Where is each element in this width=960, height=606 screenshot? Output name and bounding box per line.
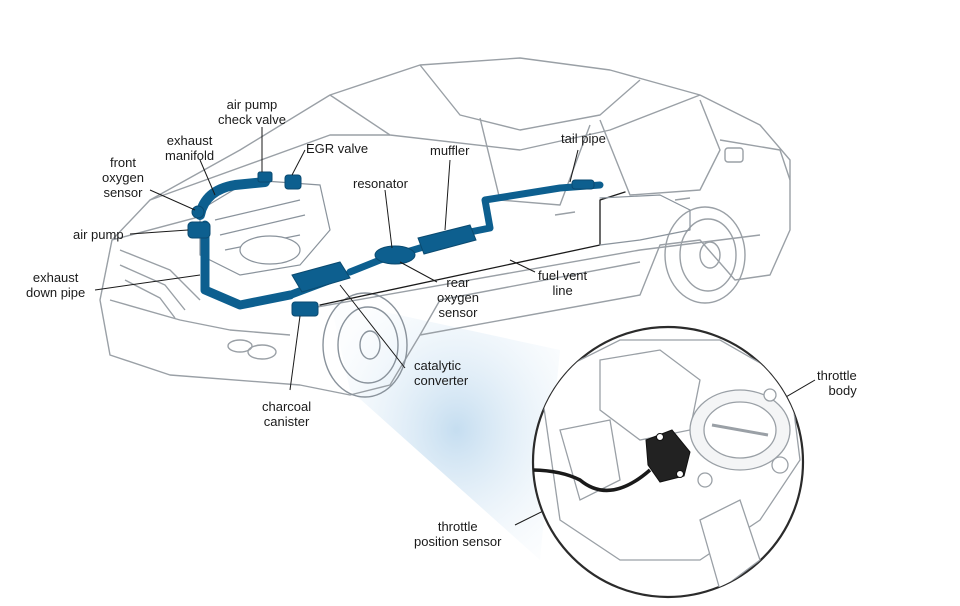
egr-valve-shape [284, 174, 302, 190]
label-muffler: muffler [430, 143, 470, 158]
label-exhaust-down-pipe: exhaust down pipe [26, 270, 86, 300]
label-throttle-body: throttle body [817, 368, 857, 398]
throttle-inset [531, 325, 805, 599]
air-pump-shape [187, 221, 211, 239]
fuel-vent-line-path [319, 191, 626, 306]
magnifier-beam [330, 300, 560, 560]
label-air-pump: air pump [73, 227, 124, 242]
exhaust-down-pipe [200, 220, 295, 310]
front-wheel [322, 292, 408, 398]
label-throttle-position-sensor: throttle position sensor [414, 519, 502, 549]
air-pump-check-valve-shape [257, 171, 273, 183]
label-air-pump-check-valve: air pump check valve [218, 97, 286, 127]
label-front-oxygen-sensor: front oxygen sensor [102, 155, 144, 200]
engine [199, 179, 331, 276]
front-oxygen-sensor-shape [191, 205, 205, 219]
label-tail-pipe: tail pipe [561, 131, 606, 146]
label-exhaust-manifold: exhaust manifold [165, 133, 215, 163]
catalytic-converter-shape [291, 261, 351, 293]
charcoal-canister-shape [291, 301, 319, 317]
resonator-shape [374, 245, 416, 265]
label-fuel-vent-line: fuel vent line [538, 268, 588, 298]
car-body [99, 57, 791, 396]
emission-parts [187, 171, 595, 317]
muffler-shape [417, 224, 477, 255]
throttle-position-sensor-shape [645, 429, 691, 483]
tail-pipe-shape [571, 179, 595, 190]
label-resonator: resonator [353, 176, 408, 191]
label-rear-oxygen-sensor: rear oxygen sensor [437, 275, 479, 320]
label-charcoal-canister: charcoal canister [262, 399, 312, 429]
label-catalytic-converter: catalytic converter [414, 358, 469, 388]
rear-wheel [664, 206, 746, 304]
label-egr-valve: EGR valve [306, 141, 369, 156]
